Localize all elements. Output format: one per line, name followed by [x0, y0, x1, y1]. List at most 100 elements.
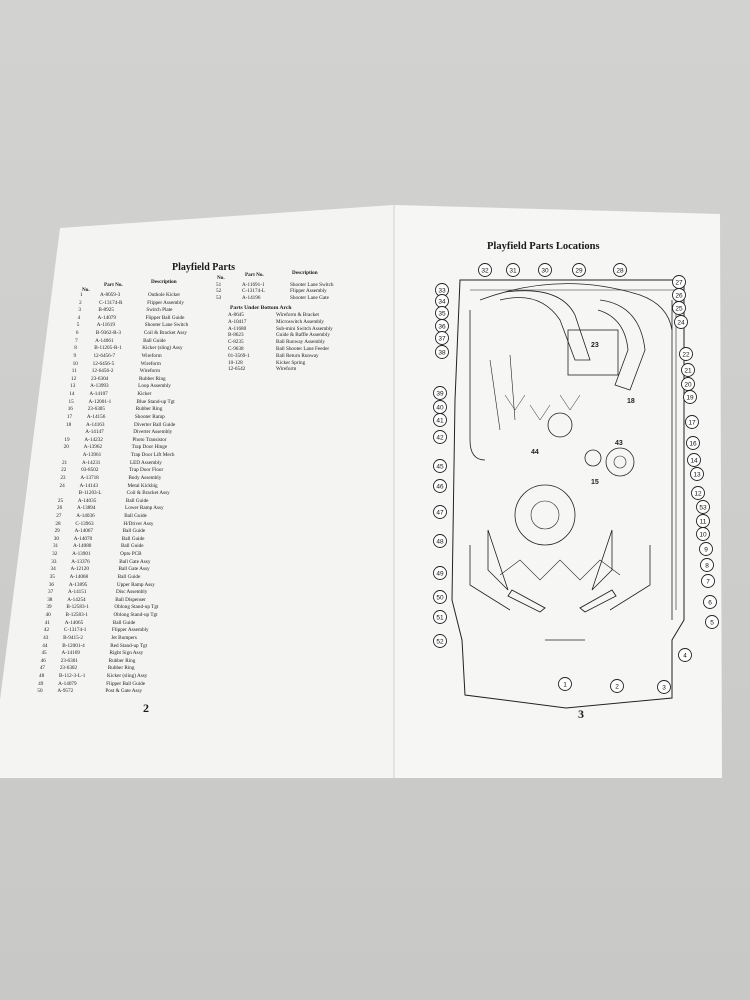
callout-4: 4 [678, 648, 692, 662]
part-no-index: 49 [38, 680, 44, 687]
sub-heading: Parts Under Bottom Arch [230, 305, 292, 311]
lane-guides [499, 559, 621, 581]
part-number: B-12583-1 [65, 612, 89, 619]
part-number: A-14147 [85, 429, 104, 436]
part-no-index: 43 [43, 634, 49, 641]
part-number: A-11680 [228, 325, 247, 332]
svg-text:41: 41 [436, 417, 444, 424]
callout-42: 42 [433, 430, 447, 444]
part-number: B-11203-L [78, 490, 102, 497]
part-number: B-9415-2 [63, 634, 83, 641]
part-description: H/Driver Assy [123, 520, 154, 527]
part-no-index: 6 [75, 330, 79, 337]
playfield-inner-edge [470, 289, 677, 610]
part-no-index: 14 [69, 391, 75, 398]
col2-header-part: Part No. [245, 272, 264, 278]
part-number: 23-6304 [90, 375, 109, 382]
part-no-index: 26 [57, 505, 63, 512]
callout-16: 16 [686, 436, 700, 450]
col1-header-desc: Description [151, 279, 177, 285]
part-description: Ball Guide [124, 512, 147, 519]
part-number: A-14163 [86, 421, 105, 428]
callout-9: 9 [699, 542, 713, 556]
part-number: A-13894 [77, 505, 96, 512]
part-number: A-14107 [89, 391, 108, 398]
part-description: Ball Guide [143, 337, 166, 344]
part-no-index: 27 [56, 512, 62, 519]
part-no-index: 40 [45, 612, 51, 619]
part-no-index: 32 [52, 551, 58, 558]
left-inlane [469, 545, 511, 611]
part-description: Flipper Assembly [111, 627, 149, 634]
part-number: A-13993 [90, 383, 109, 390]
svg-text:11: 11 [700, 518, 707, 525]
part-no-index: 5 [76, 322, 80, 329]
part-description: Ball Guide [121, 535, 145, 542]
part-number: A-14067 [74, 528, 94, 535]
trap-door [567, 329, 619, 376]
callout-33: 33 [435, 283, 449, 297]
part-number: 12-6456-5 [92, 360, 115, 367]
part-number: C-13174-1 [63, 627, 87, 634]
callout-36: 36 [435, 319, 449, 333]
part-number: C-13963 [75, 520, 94, 527]
part-number: A-14035 [77, 497, 97, 504]
svg-text:24: 24 [677, 319, 685, 326]
callout-27: 27 [672, 275, 686, 289]
part-no-index: 50 [37, 688, 43, 695]
part-no-index: 18 [66, 421, 72, 428]
left-page-number: 2 [143, 701, 149, 715]
part-number: A-14080 [72, 543, 92, 550]
left-slingshot [487, 529, 509, 591]
part-description: Kicker (sling) Assy [142, 345, 183, 352]
part-number: 03-8502 [81, 467, 99, 474]
part-no-index: 28 [55, 520, 61, 527]
part-number: C-13174-L [242, 288, 266, 295]
svg-text:28: 28 [616, 267, 624, 274]
part-description: Diverter Ball Guide [134, 421, 176, 428]
part-number: A-14036 [76, 512, 95, 519]
part-no-index: 39 [46, 604, 52, 611]
callout-19: 19 [683, 390, 697, 404]
callout-37: 37 [435, 331, 449, 345]
col1-header-no: No. [82, 287, 90, 293]
col2-header-desc: Description [292, 270, 318, 276]
svg-text:37: 37 [438, 335, 446, 342]
part-description: Ball Dispenser [115, 596, 146, 603]
part-description: Rubber Ring [138, 375, 166, 382]
part-number: A-14254 [67, 596, 86, 603]
part-no-index: 24 [59, 482, 65, 489]
svg-text:13: 13 [693, 471, 701, 478]
part-description: Sub-mini Switch Assembly [276, 325, 333, 332]
insert-arrows [504, 394, 581, 421]
part-no-index: 8 [74, 345, 77, 352]
part-no-index: 3 [78, 307, 81, 314]
part-description: Upper Ramp Assy [116, 581, 155, 588]
part-description: Rubber Ring [107, 665, 135, 672]
svg-text:45: 45 [436, 463, 444, 470]
part-no-index: 12 [70, 375, 77, 382]
center-wire [489, 354, 516, 431]
part-description: Ball Guide [120, 543, 144, 550]
part-description: Right Sign Assy [109, 650, 144, 657]
part-description: Jet Bumpers [111, 634, 137, 641]
playfield-outline [451, 279, 685, 709]
left-orbit [469, 310, 486, 461]
part-number: A-14151 [68, 589, 87, 596]
diagram-label-43: 43 [615, 440, 623, 447]
svg-text:16: 16 [689, 440, 697, 447]
jet-bumper-1 [547, 412, 573, 438]
part-number: 12-6456-2 [91, 368, 114, 375]
right-inlane [609, 545, 651, 611]
part-description: Loop Assembly [138, 383, 171, 390]
svg-text:47: 47 [436, 509, 444, 516]
part-no-index: 47 [39, 665, 45, 672]
part-no-index: 22 [61, 467, 67, 474]
jet-bumper-3 [584, 449, 602, 467]
svg-text:19: 19 [686, 394, 694, 401]
part-no-index: 20 [63, 444, 69, 451]
callout-14: 14 [687, 453, 701, 467]
